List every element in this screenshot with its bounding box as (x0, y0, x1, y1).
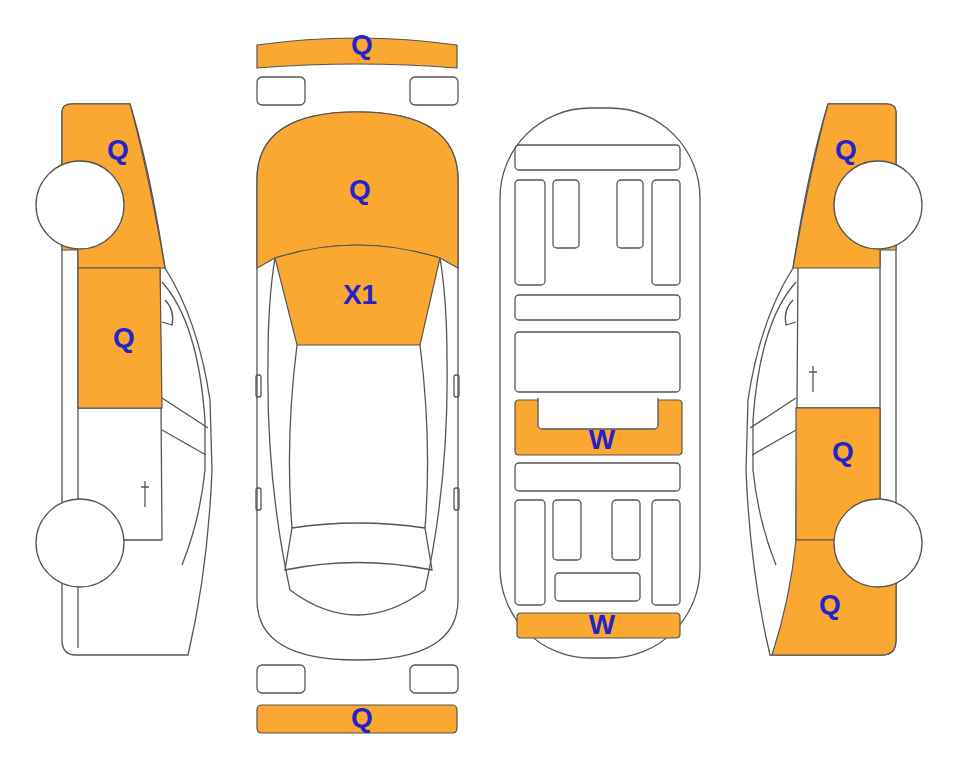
damage-area: X1 (272, 230, 444, 348)
damage-code: W (589, 426, 615, 454)
damage-code: Q (832, 438, 854, 466)
underbody-view (500, 108, 700, 658)
damage-fill (275, 245, 440, 345)
wheel (834, 538, 898, 587)
left-side-view (36, 104, 212, 655)
damage-code: Q (349, 176, 371, 204)
damage-code: Q (351, 31, 373, 59)
damage-code: X1 (343, 281, 377, 309)
damage-area: Q (76, 266, 166, 411)
wheel (834, 161, 898, 249)
damage-code: Q (351, 704, 373, 732)
damage-area: Q (792, 406, 882, 542)
damage-area: Q (255, 703, 460, 736)
damage-area: W (513, 398, 685, 458)
damage-area: Q (770, 538, 898, 658)
damage-code: Q (819, 591, 841, 619)
damage-code: Q (113, 324, 135, 352)
damage-area-shape (792, 406, 882, 542)
wheel (834, 499, 882, 542)
wheel (60, 161, 124, 249)
damage-fill (257, 705, 457, 733)
damage-code: W (589, 611, 615, 639)
underbody-panel (538, 398, 658, 429)
damage-code: Q (107, 136, 129, 164)
damage-area: Q (60, 102, 170, 272)
right-side-view (746, 104, 922, 655)
damage-fill (78, 268, 162, 408)
damage-code: Q (835, 136, 857, 164)
damage-area-shape (788, 102, 898, 272)
damage-area: Q (788, 102, 898, 272)
top-view (256, 77, 459, 693)
damage-area-shape (60, 102, 170, 272)
damage-area: Q (255, 30, 460, 72)
damage-area: W (515, 611, 682, 641)
